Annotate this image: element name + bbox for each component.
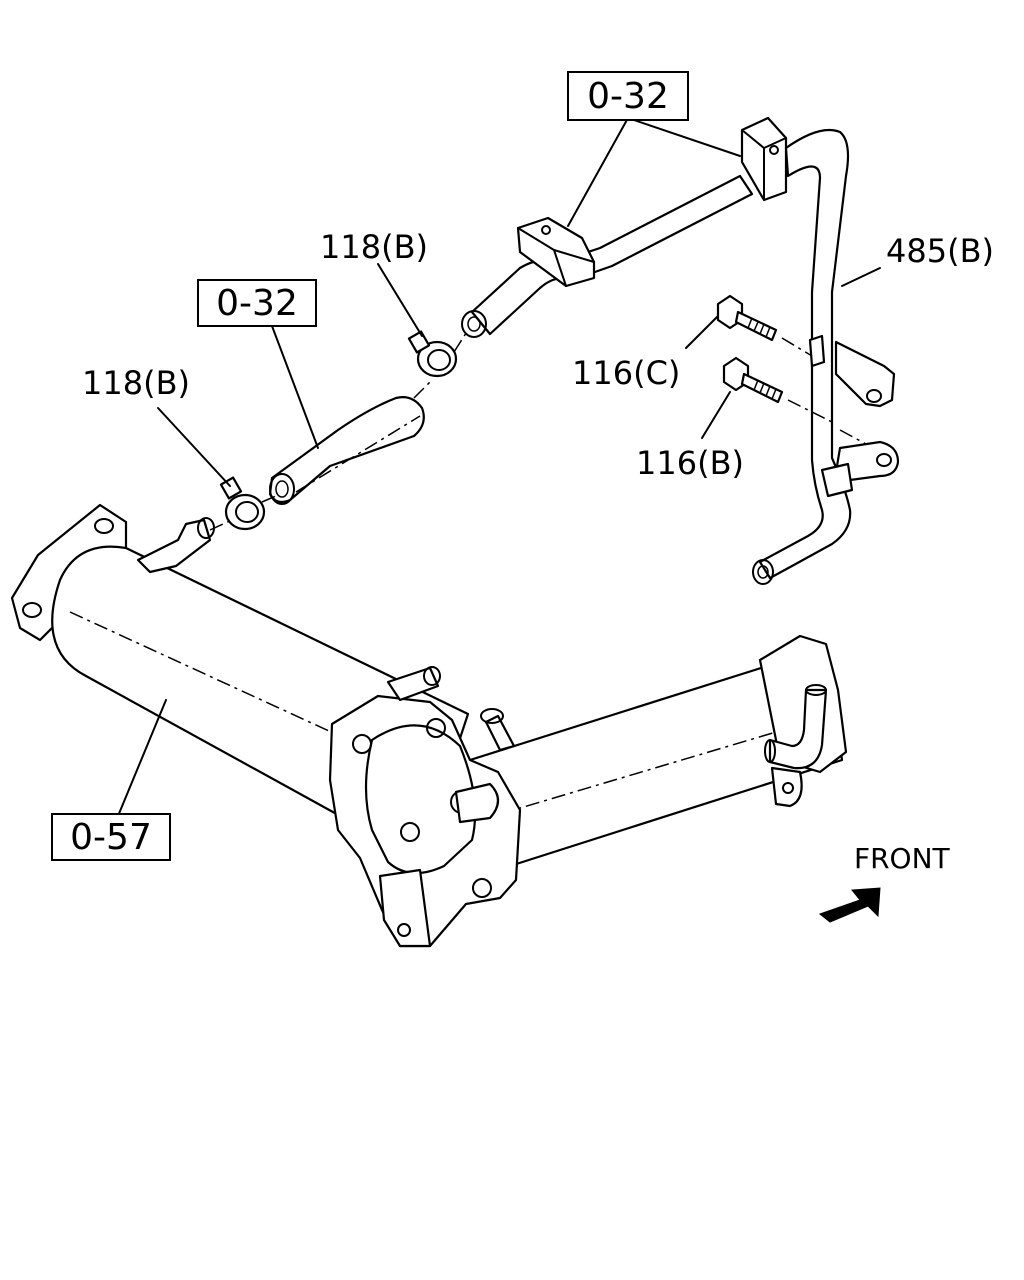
ref-label: 0-32 xyxy=(216,283,298,324)
ref-label: 0-32 xyxy=(587,76,669,117)
egr-cooler xyxy=(10,503,848,948)
ref-label: 0-57 xyxy=(70,817,152,858)
ref-box-0-57: 0-57 xyxy=(51,813,171,861)
water-pipe xyxy=(461,116,788,338)
ref-box-0-32-top: 0-32 xyxy=(567,71,689,121)
coolant-hose xyxy=(268,396,425,505)
front-arrow-icon xyxy=(818,887,881,923)
hose-clamp-upper xyxy=(407,330,458,378)
part-label-485b: 485(B) xyxy=(886,232,994,270)
leader-lines xyxy=(117,117,881,817)
part-label-116b: 116(B) xyxy=(636,444,744,482)
front-label: FRONT xyxy=(854,842,951,875)
bolt-116b xyxy=(722,356,784,404)
return-pipe-485b xyxy=(752,128,900,585)
part-label-116c: 116(C) xyxy=(572,354,680,392)
part-label-118b-lower: 118(B) xyxy=(82,364,190,402)
ref-box-0-32-left: 0-32 xyxy=(197,279,317,327)
hose-clamp-lower xyxy=(219,476,266,531)
part-label-118b-upper: 118(B) xyxy=(320,228,428,266)
bolt-116c xyxy=(716,294,778,342)
